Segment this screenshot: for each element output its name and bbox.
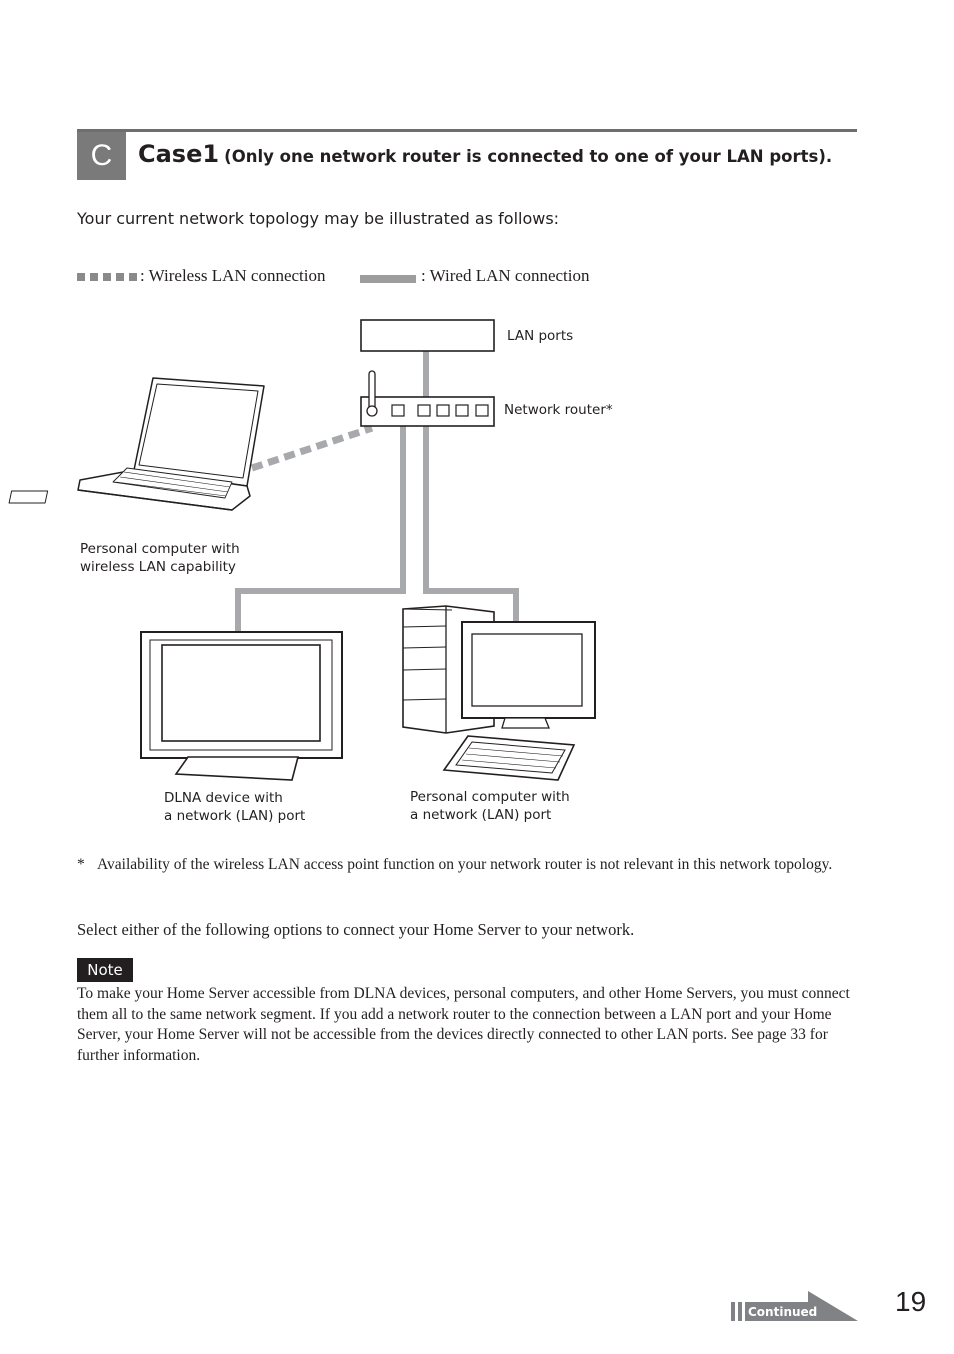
wireless-legend-icon: [77, 273, 139, 281]
wired-legend-label: : Wired LAN connection: [421, 266, 590, 285]
dlna-label-line1: DLNA device with: [164, 790, 283, 806]
note-badge: Note: [77, 958, 133, 982]
pc-label-line2: a network (LAN) port: [410, 807, 552, 823]
laptop-label-line2: wireless LAN capability: [80, 559, 236, 575]
lan-ports-box: [360, 319, 495, 352]
wireless-legend-label: : Wireless LAN connection: [140, 266, 326, 285]
header-rule: [77, 129, 857, 132]
laptop-label: Personal computer with wireless LAN capa…: [80, 540, 240, 576]
page-number: 19: [895, 1286, 927, 1317]
continued-arrow-icon: [731, 1291, 858, 1321]
keyboard-icon: [442, 735, 576, 781]
pc-label: Personal computer with a network (LAN) p…: [410, 788, 570, 824]
cable-to-pc: [423, 426, 519, 622]
dlna-label: DLNA device with a network (LAN) port: [164, 789, 305, 825]
lan-ports-label: LAN ports: [507, 328, 574, 344]
laptop-icon: [8, 377, 265, 511]
wired-cables: [235, 351, 519, 632]
cable-to-dlna: [235, 426, 406, 632]
case-title: Case1: [138, 140, 220, 168]
dlna-tv-icon: [140, 631, 343, 781]
select-option-text: Select either of the following options t…: [77, 920, 635, 939]
wired-legend-icon: [360, 275, 416, 283]
pc-label-line1: Personal computer with: [410, 789, 570, 805]
case-subtitle: (Only one network router is connected to…: [224, 147, 833, 166]
footnote-mark: *: [77, 856, 85, 873]
continued-label: Continued: [748, 1305, 818, 1319]
wireless-link: [250, 424, 374, 472]
section-letter-badge: C: [77, 132, 126, 180]
page-title: Case1 (Only one network router is connec…: [138, 140, 832, 168]
desktop-monitor-icon: [461, 621, 596, 729]
network-router-label: Network router*: [504, 402, 613, 418]
note-text: To make your Home Server accessible from…: [77, 985, 850, 1064]
intro-text: Your current network topology may be ill…: [77, 209, 560, 228]
footnote-text: Availability of the wireless LAN access …: [97, 856, 833, 873]
network-router-icon: [360, 370, 495, 427]
laptop-label-line1: Personal computer with: [80, 541, 240, 557]
dlna-label-line2: a network (LAN) port: [164, 808, 306, 824]
